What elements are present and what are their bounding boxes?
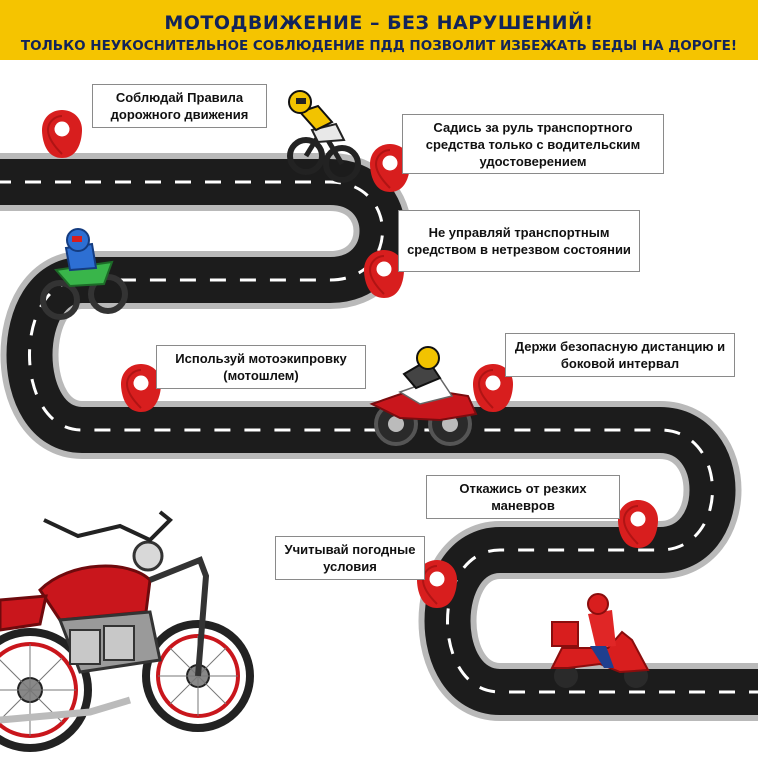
- map-pin-icon: [617, 499, 659, 549]
- rule-consider-weather: Учитывай погодные условия: [275, 536, 425, 580]
- rule-follow-traffic-rules: Соблюдай Правила дорожного движения: [92, 84, 267, 128]
- map-pin-icon: [41, 109, 83, 159]
- rule-avoid-sharp-maneuvers: Откажись от резких маневров: [426, 475, 620, 519]
- motocross-rider-icon: [287, 90, 361, 183]
- sport-bike-rider-icon: [369, 346, 478, 446]
- page-subtitle: ТОЛЬКО НЕУКОСНИТЕЛЬНОЕ СОБЛЮДЕНИЕ ПДД ПО…: [20, 38, 738, 54]
- page-title: МОТОДВИЖЕНИЕ – БЕЗ НАРУШЕНИЙ!: [164, 12, 594, 34]
- delivery-scooter-icon: [550, 593, 650, 688]
- rule-keep-distance: Держи безопасную дистанцию и боковой инт…: [505, 333, 735, 377]
- rule-use-gear: Используй мотоэкипровку (мотошлем): [156, 345, 366, 389]
- rule-no-drunk-driving: Не управляй транспортным средством в нет…: [398, 210, 640, 272]
- cruiser-motorcycle-icon: [0, 510, 254, 752]
- map-pin-icon: [120, 363, 162, 413]
- header-banner: МОТОДВИЖЕНИЕ – БЕЗ НАРУШЕНИЙ! ТОЛЬКО НЕУ…: [0, 0, 758, 60]
- motocross-rider-icon: [40, 228, 128, 320]
- rule-drive-with-license: Садись за руль транспортного средства то…: [402, 114, 664, 174]
